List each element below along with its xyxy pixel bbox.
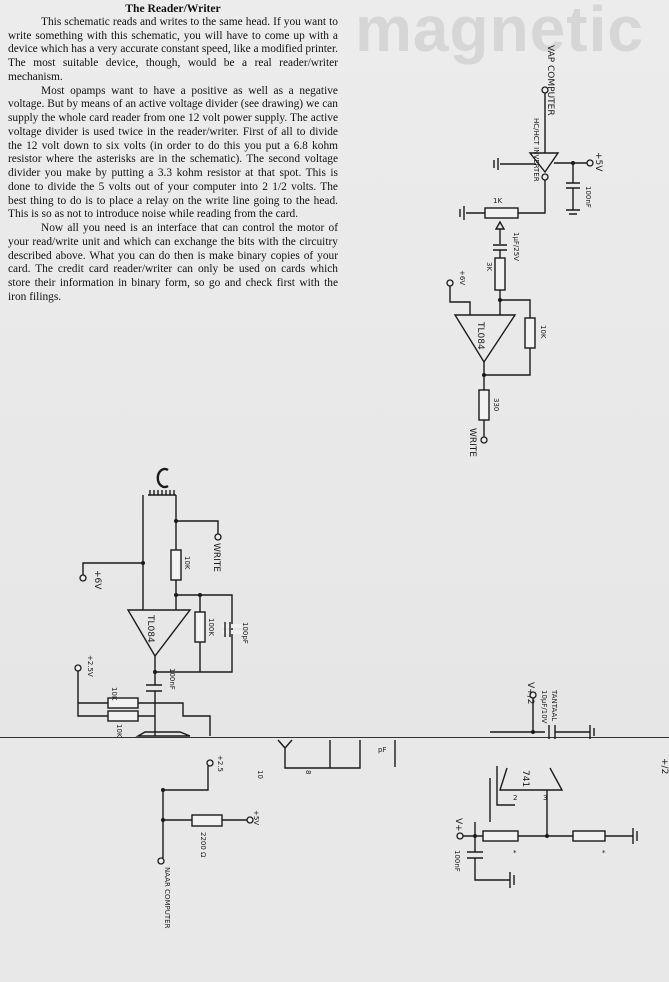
resistor-10k-b	[107, 710, 139, 722]
r-in-label: 3K	[485, 262, 493, 271]
r-fb-label: 10K	[539, 325, 547, 339]
pin2-label: 8	[304, 770, 312, 774]
read-circuit: +6V WRITE 10K 100K 100pF TL084 100nF +2.…	[74, 467, 396, 929]
cap-type-label: TANTAAL	[550, 689, 558, 721]
asterisk-mark: *	[602, 849, 606, 857]
supply-label: +5V	[593, 152, 603, 172]
head-icon	[156, 467, 169, 489]
inverter-label: HC/HCT INVERTER	[532, 118, 540, 182]
article: The Reader/Writer This schematic reads a…	[8, 2, 338, 305]
opamp-label: TL084	[145, 614, 155, 643]
article-title: The Reader/Writer	[125, 2, 221, 15]
opamp-741	[489, 766, 564, 822]
edge-label: +/2	[659, 758, 669, 774]
r1-label: 10K	[183, 556, 191, 570]
paragraph: This schematic reads and writes to the s…	[8, 15, 338, 83]
supply5-label: +5V	[252, 810, 260, 825]
bias-label: +2.5V	[86, 655, 94, 677]
resistor-10k	[524, 317, 536, 349]
resistor-3k	[494, 257, 506, 291]
inverter-symbol	[528, 152, 560, 174]
bleed-through-heading: magnetic	[355, 0, 644, 65]
pot-label: 1K	[493, 197, 502, 205]
opamp-tl084	[126, 609, 192, 658]
write-circuit: VAP COMPUTER HC/HCT INVERTER +5V 100nF 1…	[446, 45, 603, 457]
input-terminal	[541, 86, 549, 94]
c-fb-label: 100pF	[241, 622, 249, 644]
resistor-10k	[170, 549, 182, 581]
bias2-label: +2.5	[216, 755, 224, 772]
asterisk-mark: *	[513, 849, 517, 857]
r2-label: 10K	[110, 687, 118, 701]
paragraph: Most opamps want to have a positive as w…	[8, 84, 338, 221]
cap2-label: 1µF/25V	[512, 232, 520, 261]
opamp-label: TL084	[475, 321, 485, 350]
r3-label: 10K	[115, 724, 123, 738]
scan-seam	[0, 737, 669, 738]
divider-circuit: V+/2 10µF/10V TANTAAL 741 2 3 V+ * * 100…	[453, 682, 669, 888]
paragraph: Now all you need is an interface that ca…	[8, 222, 338, 303]
input-label: VAP COMPUTER	[545, 45, 555, 116]
cap-label: 10µF/10V	[540, 690, 548, 724]
pin3-label: 3	[543, 794, 547, 802]
resistor-330	[478, 389, 490, 421]
resistor-lower	[572, 830, 606, 842]
lower-scan-strip	[0, 738, 669, 982]
r-pull-label: 2200 Ω	[199, 832, 207, 858]
supply-label: +6V	[92, 570, 102, 590]
pf-label: pF	[378, 746, 386, 754]
opamp-label: 741	[520, 770, 530, 787]
opamp-tl084	[453, 314, 517, 364]
resistor-2200	[191, 814, 223, 827]
pin-label: 10	[256, 770, 264, 779]
c-out-label: 100nF	[168, 668, 176, 690]
cap2-label: 100nF	[453, 850, 461, 872]
computer-output-label: NAAR COMPUTER	[163, 867, 171, 929]
pin2-label: 2	[513, 794, 517, 802]
resistor-10k-a	[107, 697, 139, 709]
supply-label: V+	[453, 818, 463, 832]
resistor-upper	[482, 830, 519, 842]
cap-label: 100nF	[584, 186, 592, 208]
supply-terminal	[586, 159, 594, 167]
resistor-100k	[194, 611, 206, 643]
r-fb-label: 100K	[207, 618, 215, 636]
write-label: WRITE	[211, 543, 221, 572]
r-out-label: 330	[492, 398, 500, 411]
pot-1k	[484, 207, 519, 219]
supply2-label: +6V	[458, 270, 466, 285]
output-label: V+/2	[525, 682, 535, 704]
write-output-label: WRITE	[467, 428, 477, 457]
